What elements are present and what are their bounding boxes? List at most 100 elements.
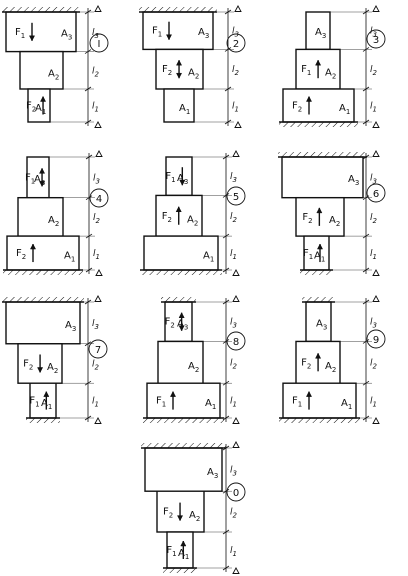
hatch-fill <box>278 152 367 157</box>
force-arrow-icon <box>165 21 173 41</box>
variant-circle-icon <box>226 331 246 351</box>
segment-rect <box>146 382 221 419</box>
arrow-head-up <box>40 95 47 102</box>
ground-hatch-top <box>141 443 226 449</box>
area-label: A1 <box>205 398 216 411</box>
variant-circle-icon <box>366 329 386 349</box>
segment-rect <box>157 340 204 384</box>
hatch-fill <box>2 7 80 12</box>
segment-rect <box>282 382 357 419</box>
area-label: A3 <box>315 27 326 40</box>
force-label: F1 <box>156 396 166 409</box>
segment-rect <box>164 301 193 343</box>
segment-rect <box>305 11 331 51</box>
variant-circle-icon <box>89 33 109 53</box>
force-arrow-icon <box>29 243 37 263</box>
area-label: A2 <box>188 68 199 81</box>
variant-number: 3 <box>373 35 379 46</box>
bar-segment: A1 <box>143 235 219 271</box>
area-label: A3 <box>198 27 209 40</box>
triangle-icon <box>232 269 240 276</box>
length-label: l3 <box>230 172 237 184</box>
length-label: l2 <box>92 359 100 371</box>
length-label: l1 <box>92 102 99 114</box>
force-arrow-icon <box>316 207 323 226</box>
area-label: A2 <box>329 215 340 228</box>
force-arrow-icon <box>39 167 46 187</box>
length-label: l2 <box>230 212 238 224</box>
triangle-icon <box>232 441 240 448</box>
area-label: A2 <box>48 215 59 228</box>
force-label: F2 <box>16 248 26 261</box>
ground-hatch-top <box>302 297 335 303</box>
segment-rect <box>5 11 77 53</box>
hatch-fill <box>139 7 217 12</box>
force-arrow-icon <box>316 243 324 263</box>
variant-number: 2 <box>233 39 239 50</box>
triangle-icon <box>372 417 380 424</box>
ground-hatch-top <box>2 297 84 303</box>
area-label: A3 <box>316 318 327 331</box>
ground-hatch-bottom <box>3 269 83 275</box>
variant-number: 9 <box>373 335 379 346</box>
arrow-head-up <box>316 243 324 250</box>
arrow-head-down <box>28 35 36 42</box>
variant-number: 6 <box>373 189 379 200</box>
length-label: l1 <box>370 397 377 409</box>
segment-rect <box>29 382 57 419</box>
triangle-icon <box>94 295 102 302</box>
variant-number: I <box>98 39 101 50</box>
length-label: l1 <box>92 397 99 409</box>
bar-segment: A3 <box>305 11 331 51</box>
force-arrow-icon <box>175 206 182 225</box>
length-label: l3 <box>92 28 99 40</box>
force-arrow-icon <box>178 312 185 332</box>
bar-segment: A2 <box>157 340 204 384</box>
ground-hatch-top <box>278 152 367 158</box>
force-arrow-icon <box>177 502 184 522</box>
force-label: F2 <box>23 358 33 371</box>
bar-segment: A1 F1 <box>146 382 221 419</box>
bar-segment: A2 <box>19 50 64 90</box>
force-arrow-icon <box>37 354 44 374</box>
area-label: A1 <box>41 398 52 411</box>
segment-rect <box>163 88 195 123</box>
ground-hatch-top <box>139 7 217 13</box>
variant-number: 0 <box>233 488 239 499</box>
force-label: F2 <box>162 211 172 224</box>
hatch-fill <box>279 122 358 127</box>
force-label: F2 <box>162 64 172 77</box>
area-label: A3 <box>177 318 188 331</box>
arrow-head-up <box>315 59 322 66</box>
arrow-head-down <box>165 34 173 41</box>
force-arrow-icon <box>40 95 47 115</box>
force-label: F2 <box>302 212 312 225</box>
area-label: A1 <box>178 548 189 561</box>
variant-circle-icon <box>366 183 386 203</box>
variant-circle-icon <box>366 29 386 49</box>
force-label: F2 <box>163 507 173 520</box>
force-arrow-icon <box>28 22 36 42</box>
length-label: l2 <box>92 66 100 78</box>
hatch-fill <box>140 270 222 275</box>
arrow-head-down <box>39 181 46 187</box>
force-arrow-icon <box>305 391 313 410</box>
bar-segment: A3 <box>5 301 81 345</box>
diagram-layer: A3F1A2A1F2l3l2l1IA3F1A2F2A1l3l2l12A3A2F1… <box>2 5 386 574</box>
area-label: A3 <box>61 29 72 42</box>
